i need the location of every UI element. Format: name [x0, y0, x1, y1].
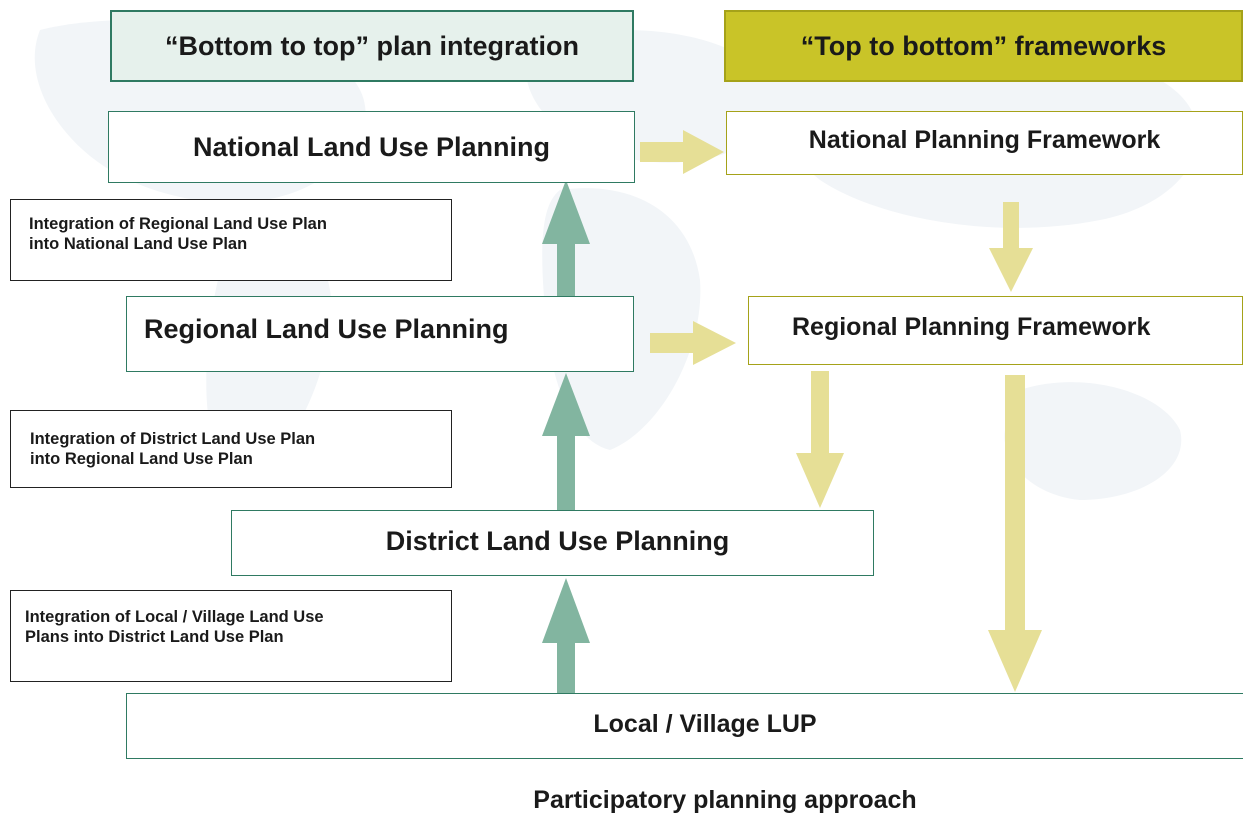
note-line: Integration of District Land Use Plan — [30, 430, 316, 448]
national-planning-framework-box: National Planning Framework — [726, 111, 1243, 175]
district-land-use-planning-box: District Land Use Planning — [231, 510, 874, 576]
bottom-to-top-header: “Bottom to top” plan integration — [110, 10, 634, 82]
note-line: Plans into District Land Use Plan — [25, 628, 284, 646]
national-land-use-planning-box: National Land Use Planning — [108, 111, 635, 183]
regional-land-use-planning-box: Regional Land Use Planning — [126, 296, 634, 372]
up-arrow-district-to-regional — [542, 373, 590, 510]
top-to-bottom-header: “Top to bottom” frameworks — [724, 10, 1243, 82]
up-arrow-local-to-district — [542, 578, 590, 693]
down-arrow-national-to-regional — [989, 202, 1033, 292]
note-line: into National Land Use Plan — [29, 235, 248, 253]
down-arrow-regional-to-local — [988, 375, 1042, 692]
integration-regional-into-national-note: Integration of Regional Land Use Plan in… — [10, 199, 452, 281]
regional-planning-framework-box: Regional Planning Framework — [748, 296, 1243, 365]
integration-district-into-regional-note: Integration of District Land Use Plan in… — [10, 410, 452, 488]
diagram-caption: Participatory planning approach — [533, 786, 917, 814]
down-arrow-regional-to-district — [796, 371, 844, 508]
integration-local-into-district-note: Integration of Local / Village Land Use … — [10, 590, 452, 682]
note-line: Integration of Local / Village Land Use — [25, 608, 324, 626]
right-arrow-national — [640, 130, 724, 174]
up-arrow-regional-to-national — [542, 180, 590, 296]
local-village-lup-box: Local / Village LUP — [126, 693, 1243, 759]
note-line: Integration of Regional Land Use Plan — [29, 215, 327, 233]
right-arrow-regional — [650, 321, 736, 365]
note-line: into Regional Land Use Plan — [30, 450, 253, 468]
